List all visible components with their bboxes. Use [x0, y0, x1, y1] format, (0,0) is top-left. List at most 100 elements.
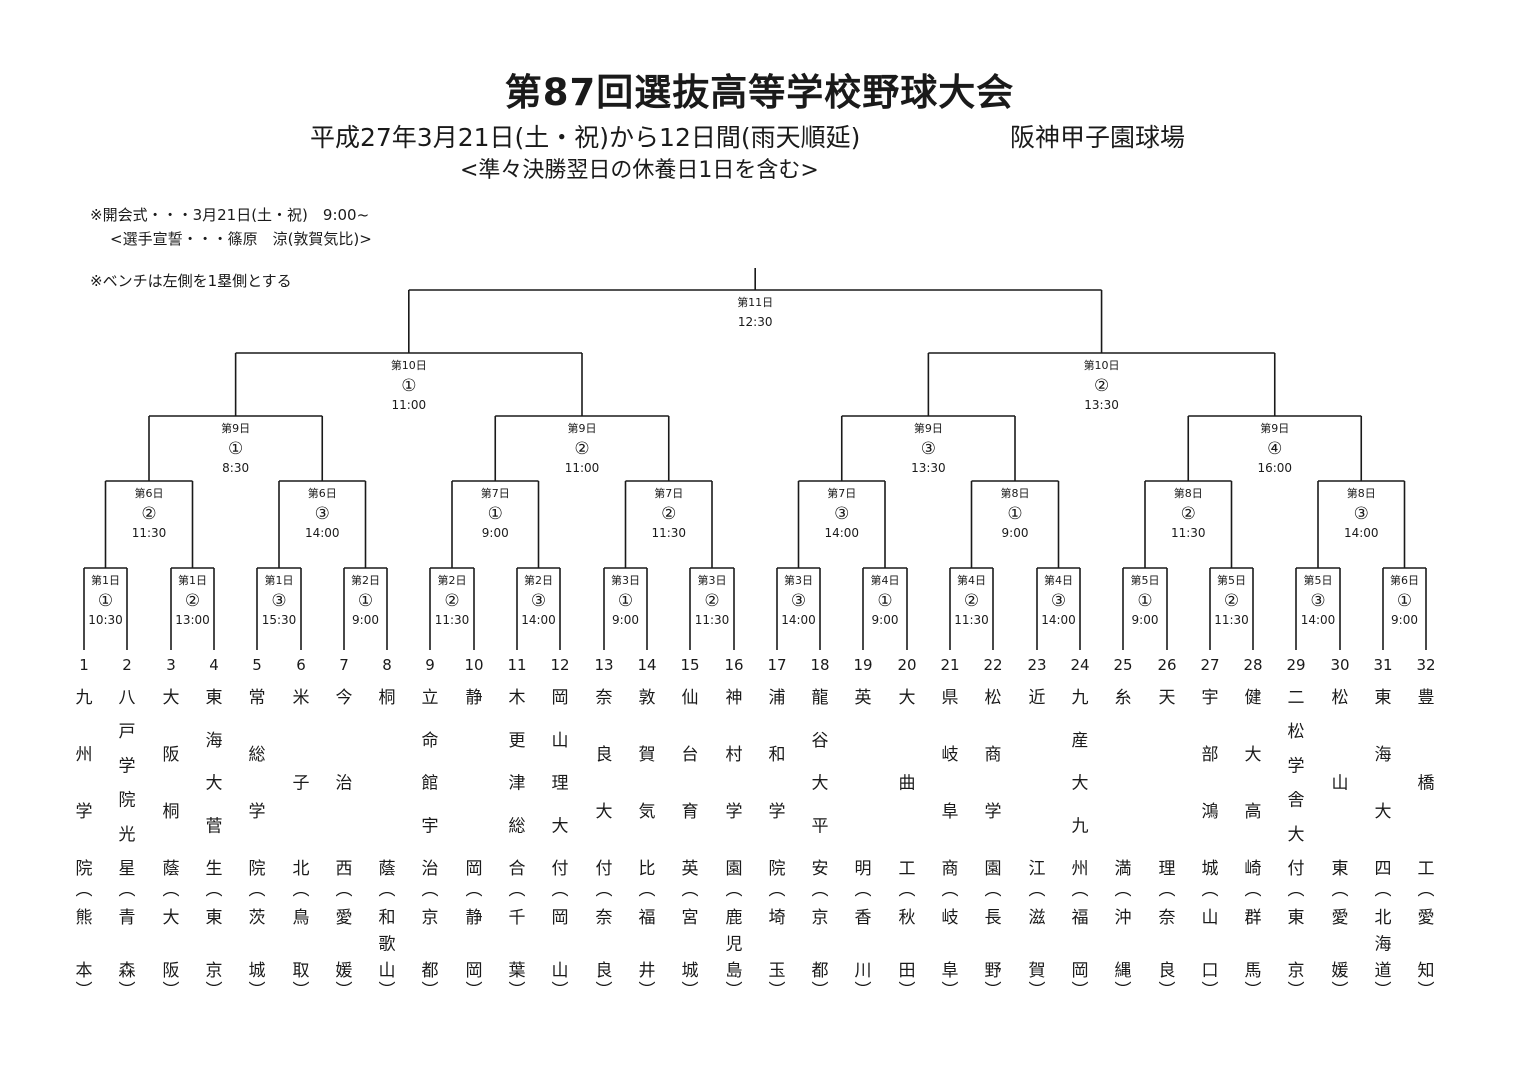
- team-school-char: 蔭: [163, 859, 180, 879]
- round2-1-game: ②: [141, 504, 156, 524]
- tournament-title: 第87回選抜高等学校野球大会: [504, 71, 1015, 114]
- team-prefecture-char: 東: [1288, 908, 1305, 928]
- team-prefecture-char: 島: [726, 961, 743, 981]
- round2-8-time: 14:00: [1344, 526, 1379, 540]
- team-school-char: 館: [422, 774, 439, 794]
- team-school-char: 敦: [639, 688, 656, 708]
- prefecture-open-paren: ︵: [249, 880, 266, 900]
- prefecture-open-paren: ︵: [509, 880, 526, 900]
- round1-9-time: 14:00: [781, 613, 816, 627]
- prefecture-open-paren: ︵: [119, 880, 136, 900]
- schedule-dates: 平成27年3月21日(土・祝)から12日間(雨天順延): [310, 123, 861, 152]
- team-prefecture-char: 秋: [899, 908, 916, 928]
- team-school-char: 崎: [1245, 859, 1262, 879]
- team-school-char: 付: [552, 859, 569, 879]
- semifinals-1-day: 第10日: [391, 358, 427, 372]
- team-prefecture-char: 埼: [769, 908, 786, 928]
- team-school-char: 学: [985, 802, 1002, 822]
- round1-16-game: ①: [1397, 591, 1412, 611]
- team-number: 16: [724, 656, 743, 674]
- team-prefecture-char: 本: [76, 961, 93, 981]
- quarterfinals-3-day: 第9日: [914, 421, 943, 435]
- round1-7-day: 第3日: [611, 573, 640, 587]
- team-prefecture-char: 京: [422, 908, 439, 928]
- team-school-char: 宇: [422, 816, 439, 836]
- round1-8-game: ②: [704, 591, 719, 611]
- prefecture-open-paren: ︵: [379, 880, 396, 900]
- round1-12-day: 第4日: [1044, 573, 1073, 587]
- team-prefecture-char: 賀: [1029, 961, 1046, 981]
- prefecture-open-paren: ︵: [466, 880, 483, 900]
- semifinals-2-day: 第10日: [1084, 358, 1120, 372]
- team-school-char: 学: [119, 756, 136, 776]
- prefecture-close-paren: ︶: [422, 981, 439, 1001]
- quarterfinals-2-game: ②: [574, 439, 589, 459]
- team-prefecture-char: 山: [1202, 908, 1219, 928]
- prefecture-close-paren: ︶: [985, 981, 1002, 1001]
- team-number: 5: [252, 656, 262, 674]
- round1-8-time: 11:30: [695, 613, 730, 627]
- team-number: 27: [1200, 656, 1219, 674]
- team-prefecture-char: 京: [206, 961, 223, 981]
- team-prefecture-char: 愛: [336, 908, 353, 928]
- prefecture-open-paren: ︵: [682, 880, 699, 900]
- team-prefecture-char: 千: [509, 908, 526, 928]
- team-school-char: 英: [855, 688, 872, 708]
- prefecture-open-paren: ︵: [1159, 880, 1176, 900]
- team-number: 1: [79, 656, 89, 674]
- prefecture-close-paren: ︶: [76, 981, 93, 1001]
- team-school-char: 大: [552, 816, 569, 836]
- round2-2-game: ③: [315, 504, 330, 524]
- team-school-char: 糸: [1115, 688, 1132, 708]
- team-school-char: 星: [119, 859, 136, 879]
- prefecture-close-paren: ︶: [1115, 981, 1132, 1001]
- team-school-char: 蔭: [379, 859, 396, 879]
- team-school-char: 和: [769, 745, 786, 765]
- team-school-char: 岡: [552, 688, 569, 708]
- team-school-char: 九: [1072, 688, 1089, 708]
- team-prefecture-char: 山: [552, 961, 569, 981]
- team-number: 21: [940, 656, 959, 674]
- round1-5-time: 11:30: [435, 613, 470, 627]
- quarterfinals-3-game: ③: [921, 439, 936, 459]
- team-school-char: 総: [249, 745, 266, 765]
- team-school-char: 米: [293, 688, 310, 708]
- team-school-char: 東: [206, 688, 223, 708]
- prefecture-open-paren: ︵: [942, 880, 959, 900]
- round1-11-game: ②: [964, 591, 979, 611]
- final-time: 12:30: [738, 315, 773, 329]
- venue-name: 阪神甲子園球場: [1010, 123, 1186, 152]
- team-prefecture-char: 歌: [379, 935, 396, 955]
- team-school-char: 海: [1375, 745, 1392, 765]
- round2-4-time: 11:30: [651, 526, 686, 540]
- team-prefecture-char: 和: [379, 908, 396, 928]
- team-prefecture-char: 岡: [1072, 961, 1089, 981]
- team-number: 29: [1286, 656, 1305, 674]
- team-prefecture-char: 良: [1159, 961, 1176, 981]
- team-school-char: 谷: [812, 731, 829, 751]
- prefecture-close-paren: ︶: [1375, 981, 1392, 1001]
- team-prefecture-char: 野: [985, 961, 1002, 981]
- round1-3-game: ③: [271, 591, 286, 611]
- team-school-char: 満: [1115, 859, 1132, 879]
- team-school-char: 園: [985, 859, 1002, 879]
- round1-4-game: ①: [358, 591, 373, 611]
- team-prefecture-char: 長: [985, 908, 1002, 928]
- prefecture-open-paren: ︵: [336, 880, 353, 900]
- team-school-char: 総: [509, 816, 526, 836]
- team-school-char: 大: [206, 774, 223, 794]
- team-number: 13: [594, 656, 613, 674]
- semifinals-2-time: 13:30: [1084, 398, 1119, 412]
- round2-6-game: ①: [1007, 504, 1022, 524]
- prefecture-open-paren: ︵: [812, 880, 829, 900]
- team-school-char: 今: [336, 688, 353, 708]
- team-prefecture-char: 鳥: [293, 908, 310, 928]
- team-school-char: 桐: [163, 802, 180, 822]
- team-school-char: 四: [1375, 859, 1392, 879]
- team-number: 26: [1157, 656, 1176, 674]
- team-number: 11: [507, 656, 526, 674]
- prefecture-close-paren: ︶: [206, 981, 223, 1001]
- final-day: 第11日: [737, 295, 773, 309]
- round2-7-day: 第8日: [1174, 486, 1203, 500]
- prefecture-close-paren: ︶: [639, 981, 656, 1001]
